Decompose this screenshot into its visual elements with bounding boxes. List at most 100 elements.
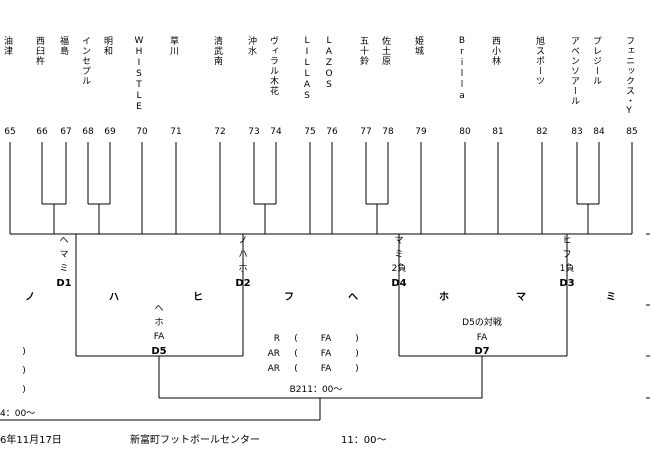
- team-name: Brilla: [457, 36, 467, 102]
- team-seed: 67: [60, 127, 71, 137]
- footer-time: 11：00〜: [341, 435, 386, 446]
- team-seed: 68: [82, 127, 94, 137]
- team-name: 西臼杵: [34, 36, 44, 66]
- team-seed: 73: [248, 127, 259, 137]
- team-name-text: フェニックス・Y: [624, 36, 634, 117]
- match-note: ホ: [154, 317, 163, 328]
- team-name: インセプル: [80, 36, 90, 86]
- match-note: ミ: [59, 264, 68, 274]
- match-code-d7: D7: [474, 346, 489, 357]
- referee-value: FA: [321, 349, 332, 359]
- match-note: ミ: [394, 250, 403, 260]
- team-name-text: 福島: [58, 36, 68, 56]
- team-seed: 79: [415, 127, 427, 137]
- referee-role: AR: [268, 364, 280, 374]
- kana-label: ヘ: [348, 292, 358, 303]
- kana-label: ハ: [109, 292, 119, 303]
- team-name-text: Brilla: [457, 36, 467, 102]
- team-seed: 84: [593, 127, 605, 137]
- referee-value: FA: [321, 334, 332, 344]
- match-code-d2: D2: [235, 278, 250, 289]
- referee-role: AR: [268, 349, 280, 359]
- team-name: WHISTLE: [134, 36, 144, 113]
- team-name-text: 西臼杵: [34, 36, 44, 66]
- match-code-d3: D3: [559, 278, 574, 289]
- team-name: 清武南: [212, 36, 222, 66]
- match-code-d4: D4: [391, 278, 406, 289]
- team-name: 姫城: [413, 36, 423, 56]
- match-code-d1: D1: [56, 278, 71, 289]
- team-seed: 82: [536, 127, 547, 137]
- match-note: ホ: [238, 263, 247, 274]
- team-name: 草川: [168, 36, 178, 56]
- team-name-text: 西小林: [490, 36, 500, 66]
- kana-label: ミ: [606, 291, 616, 303]
- referee-role: R: [274, 334, 280, 344]
- footer-venue: 新富町フットボールセンター: [130, 433, 260, 446]
- team-seed: 77: [360, 127, 371, 137]
- team-name: 五十鈴: [358, 36, 368, 66]
- match-code-d5: D5: [151, 346, 166, 357]
- referee-paren: (: [294, 334, 298, 344]
- team-name-text: WHISTLE: [134, 36, 144, 113]
- team-name-text: 油津: [2, 36, 12, 56]
- team-name: アベンソアール: [569, 36, 579, 106]
- match-note: 2負: [392, 262, 407, 274]
- referee-paren: ): [355, 334, 359, 344]
- match-note: ヘ: [59, 236, 68, 246]
- match-note: 1負: [560, 262, 575, 274]
- team-name: 油津: [2, 36, 12, 56]
- referee-paren: ): [355, 349, 359, 359]
- team-seed: 65: [4, 127, 15, 137]
- match-note: FA: [154, 332, 165, 342]
- left-paren: ): [22, 347, 26, 357]
- team-seed: 75: [304, 127, 315, 137]
- team-seed: 72: [214, 127, 225, 137]
- match-note: ヒ: [562, 235, 571, 246]
- team-name-text: プレジール: [591, 36, 601, 86]
- kana-label: マ: [516, 292, 526, 303]
- team-seed: 85: [626, 127, 637, 137]
- team-name-text: インセプル: [80, 36, 90, 86]
- match-note: FA: [477, 333, 488, 343]
- team-name-text: 旭スポーツ: [534, 36, 544, 86]
- referee-paren: (: [294, 364, 298, 374]
- team-seed: 74: [270, 127, 282, 137]
- team-name: 佐土原: [380, 36, 390, 66]
- match-note: マ: [59, 250, 68, 260]
- team-name: フェニックス・Y: [624, 36, 634, 117]
- final-match-label: B211：00〜: [290, 385, 343, 395]
- team-labels: 油津65西臼杵66福島67インセプル68明和69WHISTLE70草川71清武南…: [2, 36, 638, 137]
- team-name: LILLAS: [302, 36, 312, 102]
- team-name: 旭スポーツ: [534, 36, 544, 86]
- team-name-text: 草川: [168, 36, 178, 56]
- left-time: 4：00〜: [0, 409, 35, 419]
- kana-label: フ: [284, 291, 294, 303]
- team-name: ヴィラル木花: [268, 36, 278, 96]
- kana-label: ノ: [25, 292, 35, 303]
- team-seed: 71: [170, 127, 181, 137]
- referee-value: FA: [321, 364, 332, 374]
- kana-label: ヒ: [193, 291, 203, 303]
- team-name-text: LAZOS: [324, 36, 334, 91]
- team-seed: 69: [104, 127, 116, 137]
- team-name: 西小林: [490, 36, 500, 66]
- team-name: 福島: [58, 36, 68, 56]
- team-seed: 76: [326, 127, 338, 137]
- referee-paren: ): [355, 364, 359, 374]
- team-seed: 83: [571, 127, 582, 137]
- team-name-text: アベンソアール: [569, 36, 579, 106]
- team-name: プレジール: [591, 36, 601, 86]
- match-note: マ: [394, 236, 403, 246]
- team-name: 明和: [102, 36, 112, 56]
- team-name-text: ヴィラル木花: [268, 36, 278, 96]
- left-paren: ): [22, 385, 26, 395]
- match-note: ノ: [238, 236, 247, 246]
- match-note: D5の対戦: [462, 316, 502, 328]
- kana-label: ホ: [439, 291, 449, 303]
- team-seed: 81: [492, 127, 503, 137]
- team-seed: 80: [459, 127, 471, 137]
- left-paren: ): [22, 366, 26, 376]
- match-note: ヘ: [154, 304, 163, 314]
